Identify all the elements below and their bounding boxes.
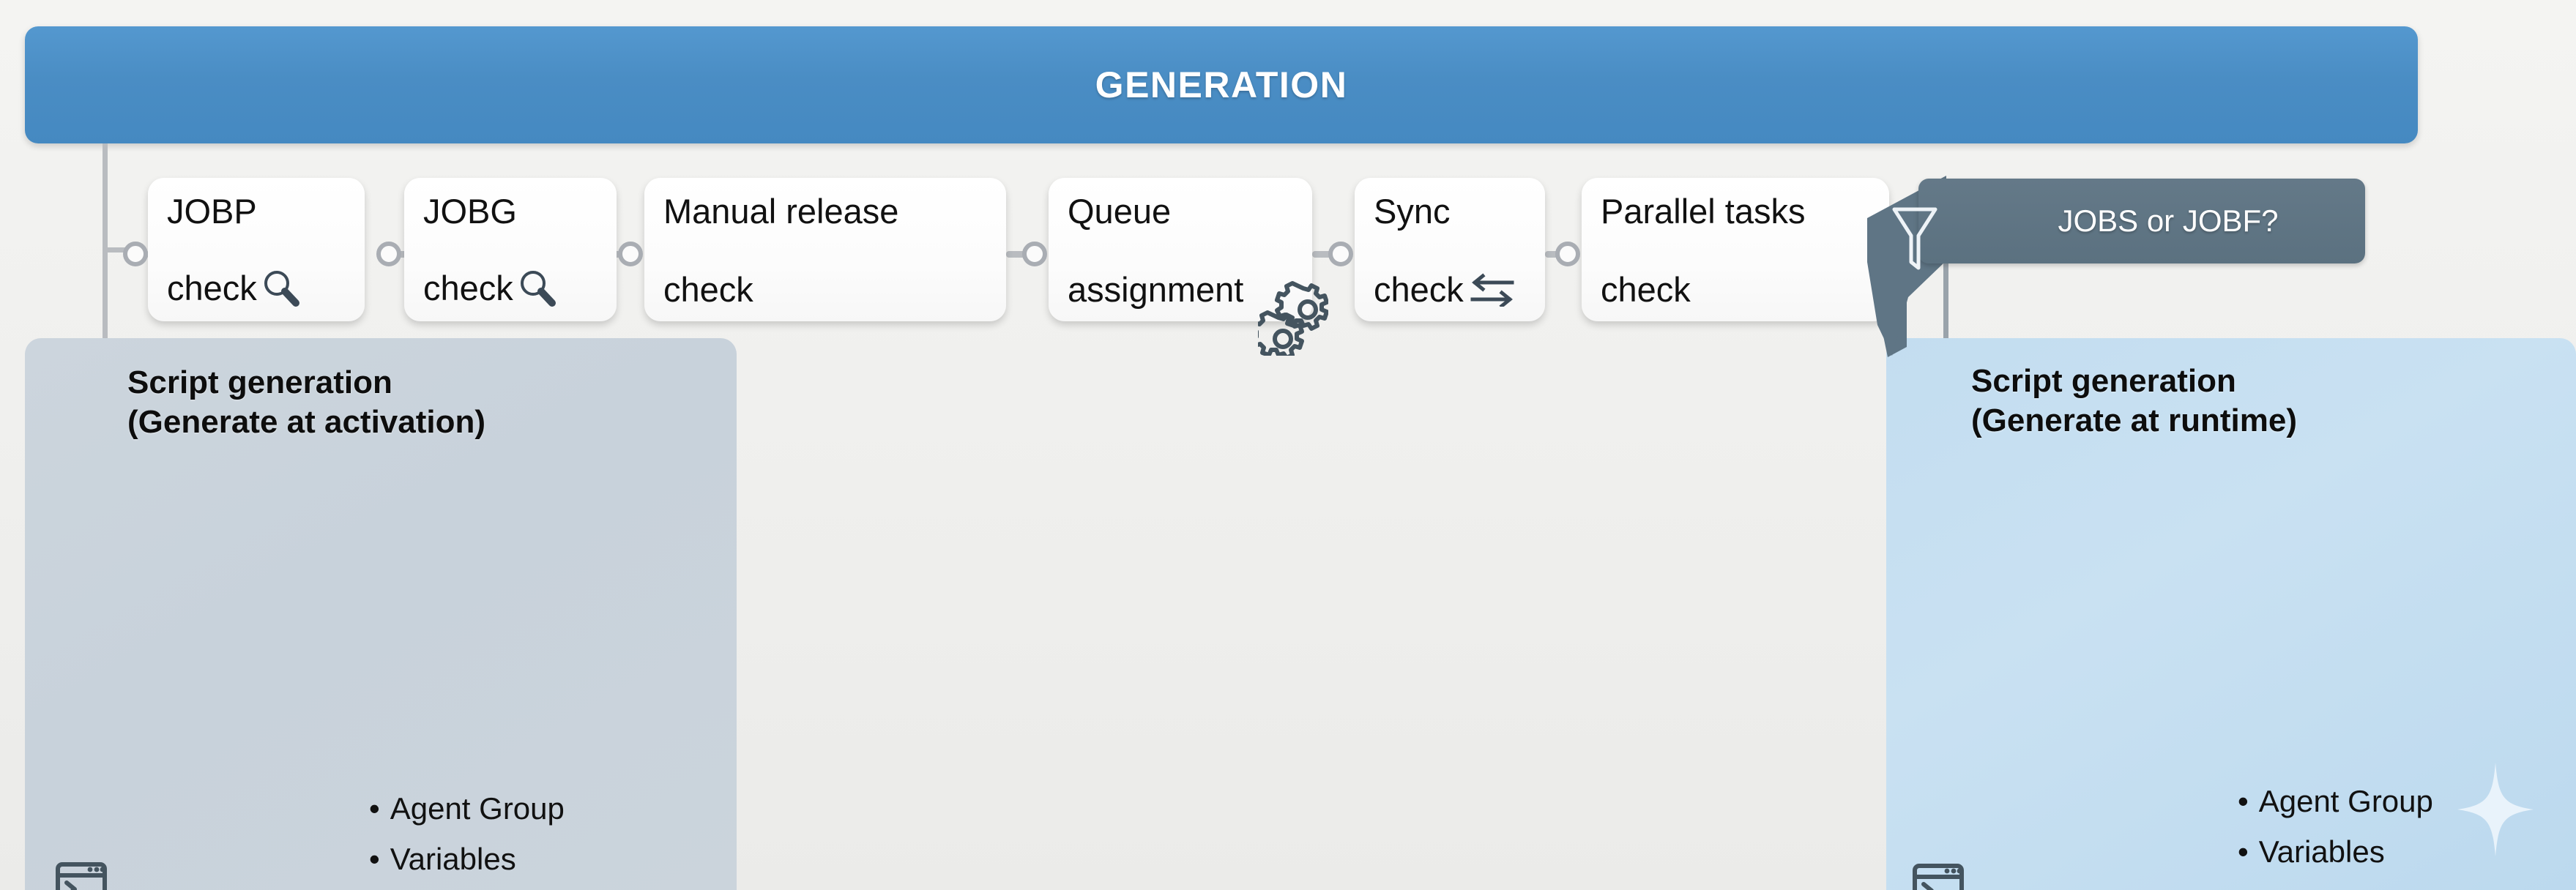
callout-label: JOBS or JOBF? bbox=[2058, 203, 2279, 238]
generation-title: GENERATION bbox=[1095, 64, 1348, 105]
panel-title: Script generation (Generate at activatio… bbox=[127, 363, 485, 441]
callout-jobs-or-jobf[interactable]: JOBS or JOBF? bbox=[1867, 176, 2365, 357]
list-item: Pre Process bbox=[2238, 887, 2483, 890]
terminal-icon bbox=[56, 862, 107, 890]
node-label-line2: assignment bbox=[1068, 270, 1244, 309]
sync-arrows-icon bbox=[1468, 272, 1515, 307]
list-item: Agent Group bbox=[369, 793, 614, 824]
panel-generate-at-runtime: Script generation (Generate at runtime) … bbox=[1886, 338, 2576, 890]
panel-title-line2: (Generate at activation) bbox=[127, 403, 486, 440]
node-label-line1: Manual release bbox=[663, 192, 899, 231]
callout-body: JOBS or JOBF? bbox=[1918, 179, 2365, 263]
panel-title: Script generation (Generate at runtime) bbox=[1971, 362, 2297, 440]
panel-bullet-list: Agent Group Variables Pre Process Header… bbox=[369, 793, 614, 890]
connector-node-2 bbox=[618, 242, 643, 266]
node-label-line2: check bbox=[167, 268, 257, 307]
connector-node-1 bbox=[376, 242, 401, 266]
node-label-line2: check bbox=[663, 270, 753, 309]
node-label-line1: Sync bbox=[1374, 192, 1451, 231]
panel-generate-at-activation: Script generation (Generate at activatio… bbox=[25, 338, 737, 890]
node-sync-check[interactable]: Sync check bbox=[1355, 178, 1545, 321]
node-label-line2: check bbox=[1601, 270, 1691, 309]
node-label-line1: JOBG bbox=[423, 192, 517, 231]
connector-stub-3 bbox=[1006, 251, 1032, 258]
connector-node-4 bbox=[1328, 242, 1353, 266]
node-label-line1: Queue bbox=[1068, 192, 1172, 231]
left-trunk-elbow bbox=[103, 247, 132, 253]
left-trunk-line bbox=[103, 143, 108, 414]
node-jobg-check[interactable]: JOBG check bbox=[404, 178, 617, 321]
node-jobp-check[interactable]: JOBP check bbox=[148, 178, 365, 321]
connector-node-5 bbox=[1555, 242, 1580, 266]
node-parallel-tasks-check[interactable]: Parallel tasks check bbox=[1582, 178, 1889, 321]
panel-title-line1: Script generation bbox=[127, 364, 392, 400]
node-manual-release-check[interactable]: Manual release check bbox=[644, 178, 1006, 321]
list-item: Agent Group bbox=[2238, 786, 2483, 817]
connector-node-0 bbox=[123, 242, 148, 266]
node-label-line2: check bbox=[423, 268, 513, 307]
generation-header-bar: GENERATION bbox=[25, 26, 2418, 143]
gears-icon bbox=[1250, 275, 1329, 360]
panel-title-line2: (Generate at runtime) bbox=[1971, 402, 2297, 438]
magnifier-icon bbox=[518, 269, 556, 307]
list-item: Variables bbox=[2238, 837, 2483, 867]
panel-bullet-list: Agent Group Variables Pre Process Header… bbox=[2238, 786, 2483, 890]
node-queue-assignment[interactable]: Queue assignment bbox=[1049, 178, 1312, 321]
connector-stub-4 bbox=[1312, 251, 1339, 258]
connector-node-3 bbox=[1022, 242, 1047, 266]
magnifier-icon bbox=[261, 269, 299, 307]
terminal-icon bbox=[1913, 864, 1964, 890]
node-label-line1: Parallel tasks bbox=[1601, 192, 1806, 231]
list-item: Variables bbox=[369, 844, 614, 875]
panel-title-line1: Script generation bbox=[1971, 363, 2236, 399]
funnel-icon bbox=[1891, 205, 1939, 272]
node-label-line2: check bbox=[1374, 269, 1464, 309]
right-trunk-line bbox=[1943, 242, 1948, 421]
sparkle-icon bbox=[2457, 763, 2534, 856]
node-label-line1: JOBP bbox=[167, 192, 257, 231]
